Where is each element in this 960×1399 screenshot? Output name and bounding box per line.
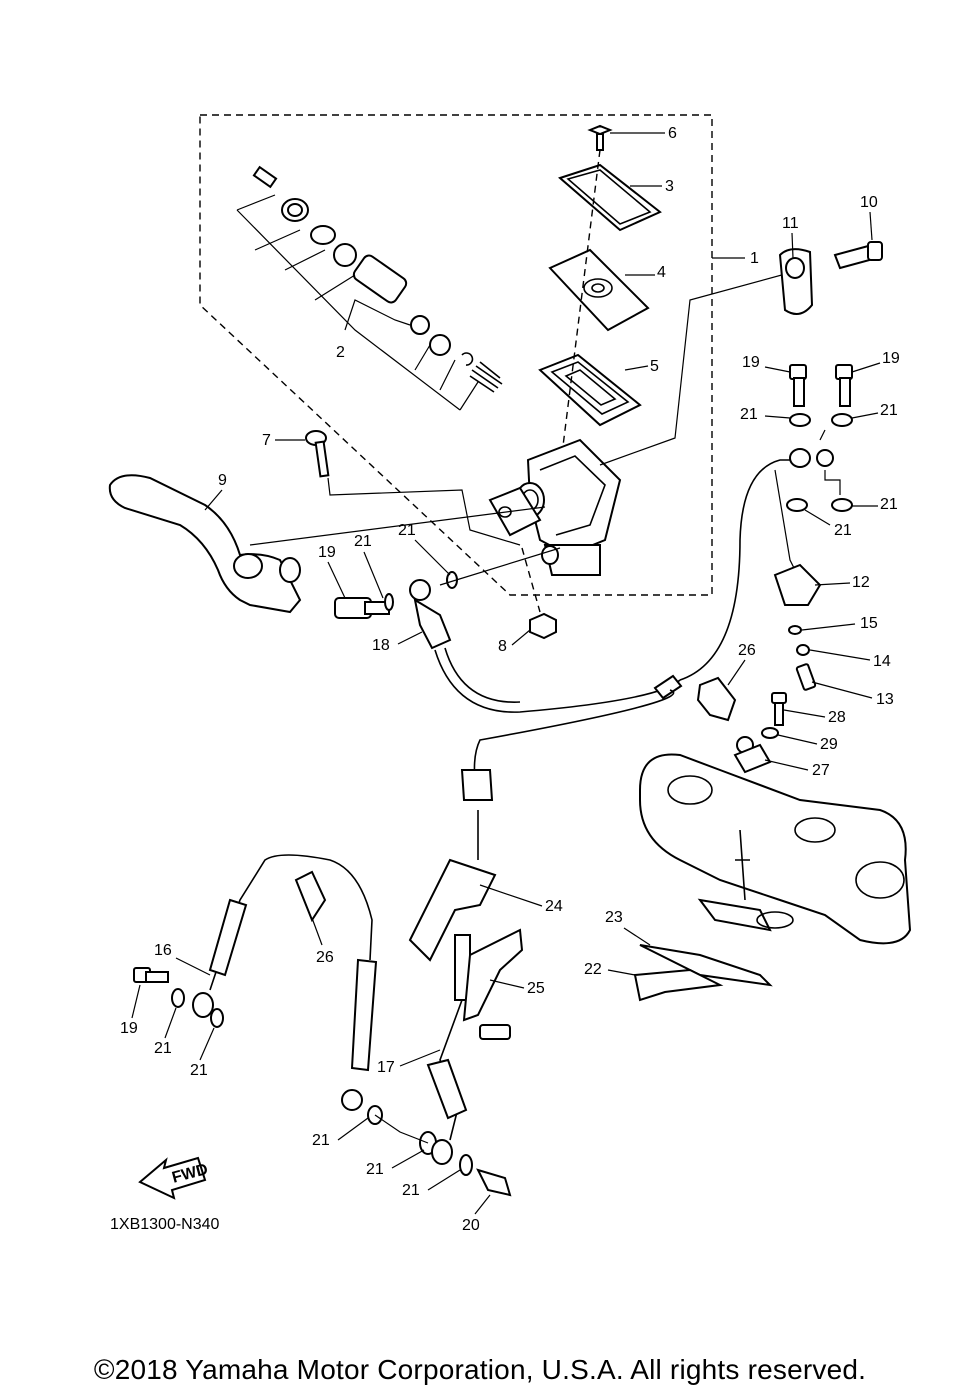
callout-17: 17 [377, 1059, 395, 1076]
callout-14: 14 [873, 653, 891, 670]
fwd-arrow: FWD [138, 1156, 210, 1200]
callout-28: 28 [828, 709, 846, 726]
brackets-22-23 [633, 944, 773, 1002]
callout-18: 18 [372, 637, 390, 654]
callout-23: 23 [605, 909, 623, 926]
callout-19a: 19 [742, 354, 760, 371]
callout-19c: 19 [318, 544, 336, 561]
callout-11: 11 [782, 215, 799, 232]
callout-22: 22 [584, 961, 602, 978]
brake-lever-9 [108, 474, 546, 614]
callout-21h: 21 [190, 1062, 208, 1079]
callout-8: 8 [498, 638, 507, 655]
callout-27: 27 [812, 762, 830, 779]
screw-7 [305, 430, 521, 546]
assembly-outline [199, 114, 713, 596]
diagram-code: 1XB1300-N340 [110, 1216, 220, 1233]
callout-1: 1 [750, 250, 759, 267]
callout-13: 13 [876, 691, 894, 708]
callout-21j: 21 [366, 1161, 384, 1178]
callout-21i: 21 [312, 1132, 330, 1149]
callout-26b: 26 [316, 949, 334, 966]
callout-5: 5 [650, 358, 659, 375]
callout-21c: 21 [880, 496, 898, 513]
master-cylinder-body [488, 269, 801, 576]
nut-8 [529, 612, 557, 640]
callout-10: 10 [860, 194, 878, 211]
callout-21g: 21 [154, 1040, 172, 1057]
callout-21d: 21 [834, 522, 852, 539]
callout-6: 6 [668, 125, 677, 142]
bolts-right-upper [786, 364, 853, 512]
callout-29: 29 [820, 736, 838, 753]
holder-bolt [778, 241, 883, 315]
hose-16 [133, 854, 383, 1125]
callout-labels: 6 3 4 5 1 2 7 9 10 11 19 19 21 21 21 21 … [110, 125, 900, 1234]
callout-24: 24 [545, 898, 563, 915]
callout-12: 12 [852, 574, 870, 591]
callout-21k: 21 [402, 1182, 420, 1199]
callout-7: 7 [262, 432, 271, 449]
callout-21a: 21 [740, 406, 758, 423]
callout-21f: 21 [398, 522, 416, 539]
copyright-notice: ©2018 Yamaha Motor Corporation, U.S.A. A… [93, 1354, 867, 1385]
brake-switch-parts [773, 563, 822, 691]
clamp-bracket-upper [696, 676, 787, 774]
callout-20: 20 [462, 1217, 480, 1234]
callout-19d: 19 [120, 1020, 138, 1037]
callout-26a: 26 [738, 642, 756, 659]
callout-21e: 21 [354, 533, 372, 550]
callout-3: 3 [665, 178, 674, 195]
callout-15: 15 [860, 615, 878, 632]
callout-21b: 21 [880, 402, 898, 419]
hose-17 [374, 858, 524, 1197]
callout-9: 9 [218, 472, 227, 489]
callout-2: 2 [336, 344, 345, 361]
callout-16: 16 [154, 942, 172, 959]
banjo-hose-upper [334, 547, 683, 713]
callout-19b: 19 [882, 350, 900, 367]
lower-bracket [639, 753, 912, 945]
callout-4: 4 [657, 264, 666, 281]
reservoir-cap-parts [538, 124, 662, 471]
callout-25: 25 [527, 980, 545, 997]
piston-kit [236, 165, 503, 411]
